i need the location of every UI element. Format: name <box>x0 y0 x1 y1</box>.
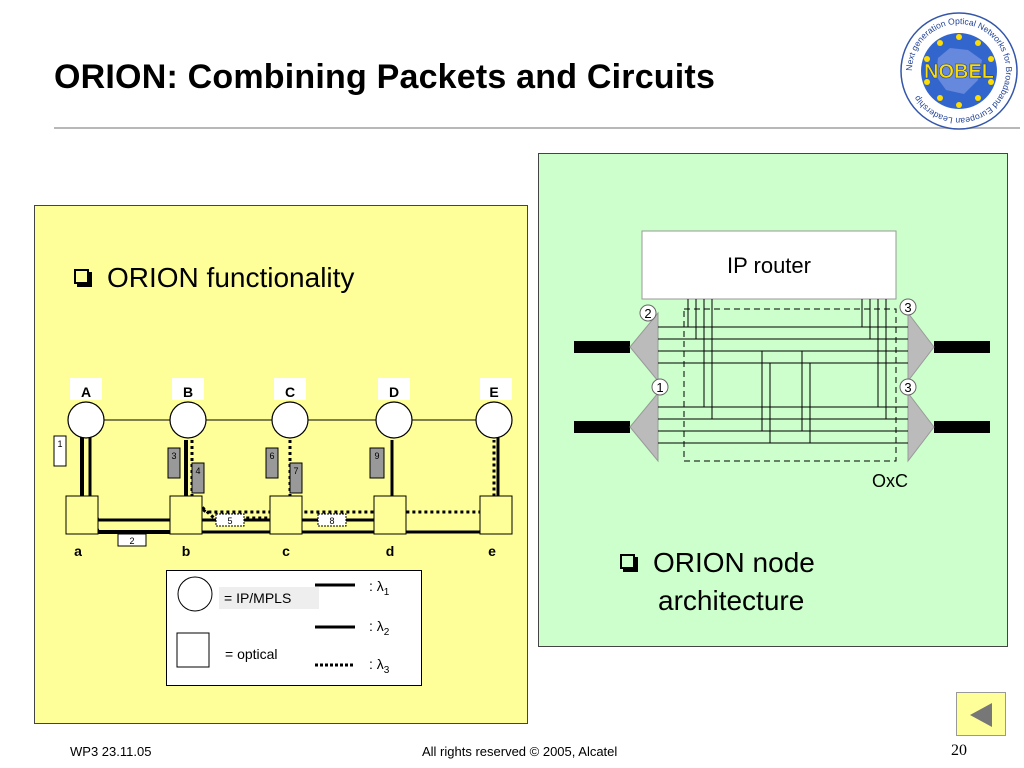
ip-router-box <box>641 230 897 300</box>
svg-text:2: 2 <box>129 536 134 546</box>
nobel-logo: NOBEL Next generation Optical Networks f… <box>898 10 1020 132</box>
node-label-e: e <box>488 543 496 559</box>
port-label-3-top: 3 <box>904 300 911 315</box>
bullet-text-line2: architecture <box>658 585 805 616</box>
ip-router-d <box>375 401 413 439</box>
demux-top <box>629 311 659 383</box>
node-label-a: a <box>74 543 82 559</box>
title-divider <box>54 127 1020 129</box>
optical-node-e <box>479 495 513 535</box>
legend-ip-mpls-label: = IP/MPLS <box>224 590 291 606</box>
bullet-text-line1: ORION node <box>653 547 815 578</box>
ip-router-label: IP router <box>727 253 811 278</box>
mux-top <box>907 311 935 383</box>
demux-bottom <box>629 391 659 463</box>
bullet-text: ORION functionality <box>107 262 355 293</box>
logo-center-text: NOBEL <box>924 61 994 83</box>
legend-lambda1-label: : λ1 <box>369 578 390 598</box>
wavelength-lines <box>658 299 908 444</box>
checkbox-bullet-icon <box>620 554 635 569</box>
fiber-out-bottom <box>934 421 990 433</box>
svg-text:9: 9 <box>374 451 379 461</box>
optical-node-a <box>65 495 99 535</box>
diagram-legend: = IP/MPLS = optical : λ1 : λ2 : λ3 <box>166 570 422 686</box>
legend-optical-symbol <box>176 632 210 668</box>
legend-optical-label: = optical <box>225 646 278 662</box>
slide-title: ORION: Combining Packets and Circuits <box>54 58 716 96</box>
svg-text:3: 3 <box>171 451 176 461</box>
connection-tag-5 <box>215 513 245 527</box>
node-label-c: c <box>282 543 290 559</box>
svg-text:5: 5 <box>227 516 232 526</box>
svg-text:4: 4 <box>195 466 200 476</box>
connection-tag-3 <box>167 447 181 479</box>
connection-tag-8 <box>317 513 347 527</box>
svg-text:1: 1 <box>57 439 62 449</box>
legend-ip-mpls-symbol <box>177 576 213 612</box>
ip-router-c <box>271 401 309 439</box>
node-label-d: d <box>386 543 395 559</box>
orion-functionality-bullet: ORION functionality <box>74 262 354 294</box>
lambda3-path-be <box>184 440 496 514</box>
optical-node-d <box>373 495 407 535</box>
node-architecture-diagram: IP router 2 3 1 3 <box>574 230 990 491</box>
oxc-boundary <box>683 308 897 462</box>
connection-tag-1 <box>53 435 67 467</box>
mux-bottom <box>907 391 935 463</box>
ip-router-b <box>169 401 207 439</box>
fiber-in-bottom <box>574 421 630 433</box>
footer-left: WP3 23.11.05 <box>70 744 152 759</box>
port-circle-3-top <box>899 298 917 316</box>
node-label-B: B <box>183 384 193 400</box>
orion-node-architecture-bullet: ORION node architecture <box>620 544 815 620</box>
legend-lambda2-label: : λ2 <box>369 618 390 638</box>
node-label-A: A <box>81 384 91 400</box>
page-number: 20 <box>951 742 967 759</box>
node-label-b: b <box>182 543 191 559</box>
port-label-2: 2 <box>644 306 651 321</box>
ip-router-a <box>67 401 105 439</box>
footer-copyright: All rights reserved © 2005, Alcatel <box>422 744 618 759</box>
ip-router-e <box>475 401 513 439</box>
port-circle-1 <box>651 378 669 396</box>
node-label-C: C <box>285 384 295 400</box>
connection-tag-9 <box>369 447 385 479</box>
port-label-3-bottom: 3 <box>904 380 911 395</box>
lambda2-path-ad <box>88 436 394 522</box>
svg-text:6: 6 <box>269 451 274 461</box>
connection-tag-2 <box>117 533 147 547</box>
port-circle-2 <box>639 304 657 322</box>
connection-tag-7 <box>289 462 303 494</box>
node-label-E: E <box>489 384 498 400</box>
svg-text:8: 8 <box>329 516 334 526</box>
checkbox-bullet-icon <box>74 269 89 284</box>
optical-node-b <box>169 495 203 535</box>
connection-tag-6 <box>265 447 279 479</box>
fiber-out-top <box>934 341 990 353</box>
optical-node-c <box>269 495 303 535</box>
fiber-in-top <box>574 341 630 353</box>
connection-tag-4 <box>191 462 205 494</box>
port-label-1: 1 <box>656 380 663 395</box>
node-label-D: D <box>389 384 399 400</box>
oxc-label: OxC <box>872 471 908 491</box>
port-circle-3-bottom <box>899 378 917 396</box>
legend-lambda3-label: : λ3 <box>369 656 390 676</box>
svg-text:7: 7 <box>293 466 298 476</box>
previous-slide-button[interactable] <box>956 692 1006 736</box>
